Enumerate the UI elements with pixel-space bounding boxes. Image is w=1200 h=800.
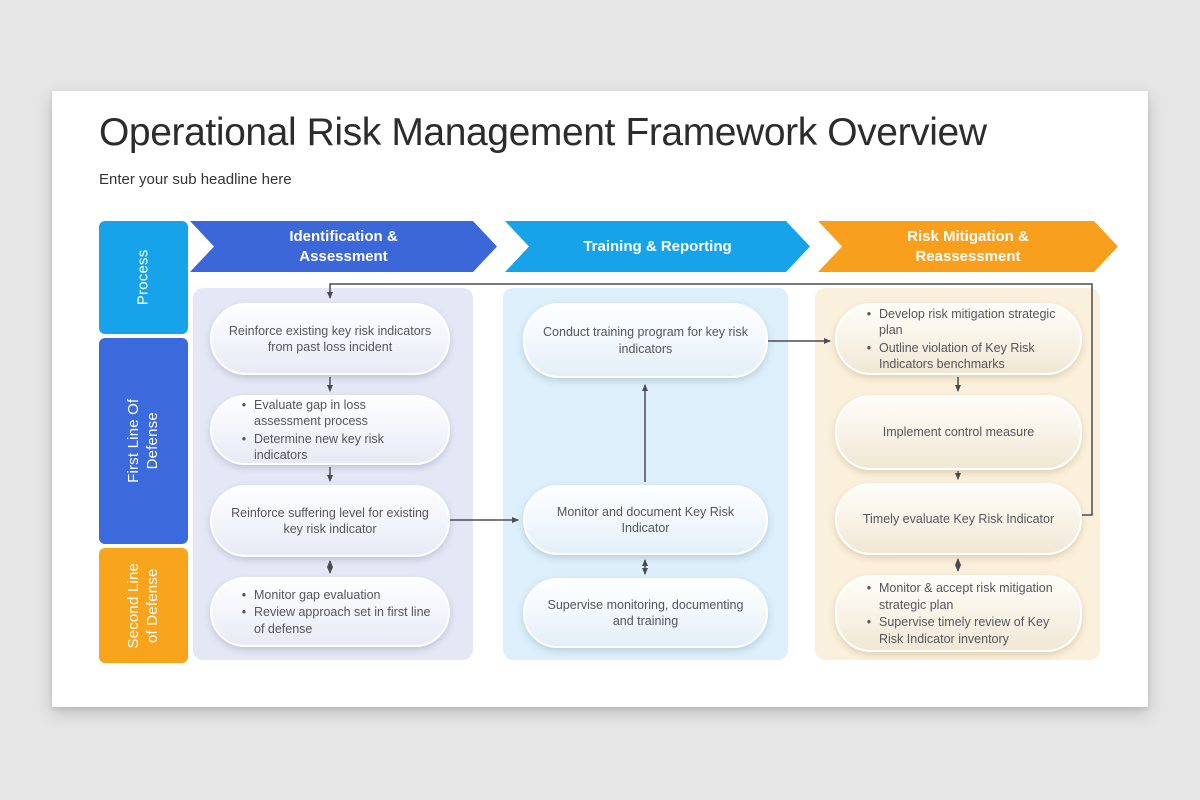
bullet-item: • Outline violation of Key Risk Indicato… [859, 340, 1068, 373]
bullet-text: Monitor gap evaluation [254, 587, 381, 602]
bullet-text: Review approach set in first line of def… [254, 605, 431, 636]
column-identification-assessment: Reinforce existing key risk indicators f… [193, 288, 473, 660]
sidebar-row-label: Process [134, 249, 152, 306]
bullet-dot: • [866, 306, 872, 321]
node-develop-mitigation-plan: • Develop risk mitigation strategic plan… [835, 303, 1082, 375]
page-title: Operational Risk Management Framework Ov… [99, 111, 987, 154]
node-monitor-accept-plan: • Monitor & accept risk mitigation strat… [835, 575, 1082, 652]
node-text: Supervise monitoring, documenting and tr… [547, 597, 744, 629]
node-implement-control-measure: Implement control measure [835, 395, 1082, 470]
node-reinforce-suffering-level: Reinforce suffering level for existing k… [210, 485, 450, 557]
bullet-item: • Develop risk mitigation strategic plan [859, 306, 1068, 339]
bullet-text: Determine new key risk indicators [254, 431, 384, 463]
header-arrow-identification-assessment: Identification & Assessment [190, 221, 497, 272]
bullet-text: Supervise timely review of Key Risk Indi… [879, 615, 1050, 646]
sidebar-row-first-line-of-defense: First Line Of Defense [99, 338, 188, 544]
sidebar-row-label: Second Line of Defense [124, 562, 161, 649]
sidebar-row-process: Process [99, 221, 188, 334]
node-text: Reinforce suffering level for existing k… [231, 505, 429, 537]
node-text: Timely evaluate Key Risk Indicator [862, 511, 1055, 526]
node-reinforce-existing-indicators: Reinforce existing key risk indicators f… [210, 303, 450, 375]
bullet-text: Monitor & accept risk mitigation strateg… [879, 581, 1053, 612]
node-text: Monitor and document Key Risk Indicator [556, 504, 735, 536]
bullet-item: • Monitor & accept risk mitigation strat… [859, 580, 1068, 613]
header-arrow-label: Risk Mitigation & Reassessment [907, 228, 1029, 265]
bullet-item: • Determine new key risk indicators [234, 431, 436, 464]
column-training-reporting: Conduct training program for key risk in… [503, 288, 788, 660]
node-text: Reinforce existing key risk indicators f… [228, 323, 432, 355]
sidebar-row-second-line-of-defense: Second Line of Defense [99, 548, 188, 663]
bullet-dot: • [866, 581, 872, 595]
bullet-item: • Review approach set in first line of d… [234, 604, 436, 637]
bullet-item: • Monitor gap evaluation [234, 587, 436, 604]
node-text: Implement control measure [882, 425, 1035, 440]
bullet-dot: • [866, 615, 872, 629]
node-supervise-monitoring: Supervise monitoring, documenting and tr… [523, 578, 768, 648]
node-text: Conduct training program for key risk in… [543, 325, 748, 356]
bullet-dot: • [241, 431, 247, 446]
bullet-item: • Supervise timely review of Key Risk In… [859, 614, 1068, 647]
header-arrow-training-reporting: Training & Reporting [505, 221, 810, 272]
node-conduct-training-program: Conduct training program for key risk in… [523, 303, 768, 378]
node-evaluate-gap: • Evaluate gap in loss assessment proces… [210, 395, 450, 465]
bullet-text: Evaluate gap in loss assessment process [254, 397, 368, 429]
node-timely-evaluate-kri: Timely evaluate Key Risk Indicator [835, 483, 1082, 555]
bullet-dot: • [241, 605, 247, 620]
bullet-item: • Evaluate gap in loss assessment proces… [234, 397, 436, 430]
sidebar-row-label: First Line Of Defense [124, 398, 161, 484]
bullet-dot: • [241, 397, 247, 412]
bullet-dot: • [241, 587, 247, 602]
node-monitor-gap-evaluation: • Monitor gap evaluation • Review approa… [210, 577, 450, 647]
header-arrow-risk-mitigation-reassessment: Risk Mitigation & Reassessment [818, 221, 1118, 272]
bullet-text: Outline violation of Key Risk Indicators… [879, 340, 1035, 372]
node-monitor-document-kri: Monitor and document Key Risk Indicator [523, 485, 768, 555]
bullet-text: Develop risk mitigation strategic plan [879, 306, 1056, 338]
header-arrow-label: Identification & Assessment [289, 228, 398, 265]
page-subtitle: Enter your sub headline here [99, 171, 292, 188]
column-risk-mitigation-reassessment: • Develop risk mitigation strategic plan… [815, 288, 1100, 660]
bullet-dot: • [866, 340, 872, 355]
slide: Operational Risk Management Framework Ov… [52, 91, 1148, 707]
header-arrow-label: Training & Reporting [583, 237, 732, 255]
